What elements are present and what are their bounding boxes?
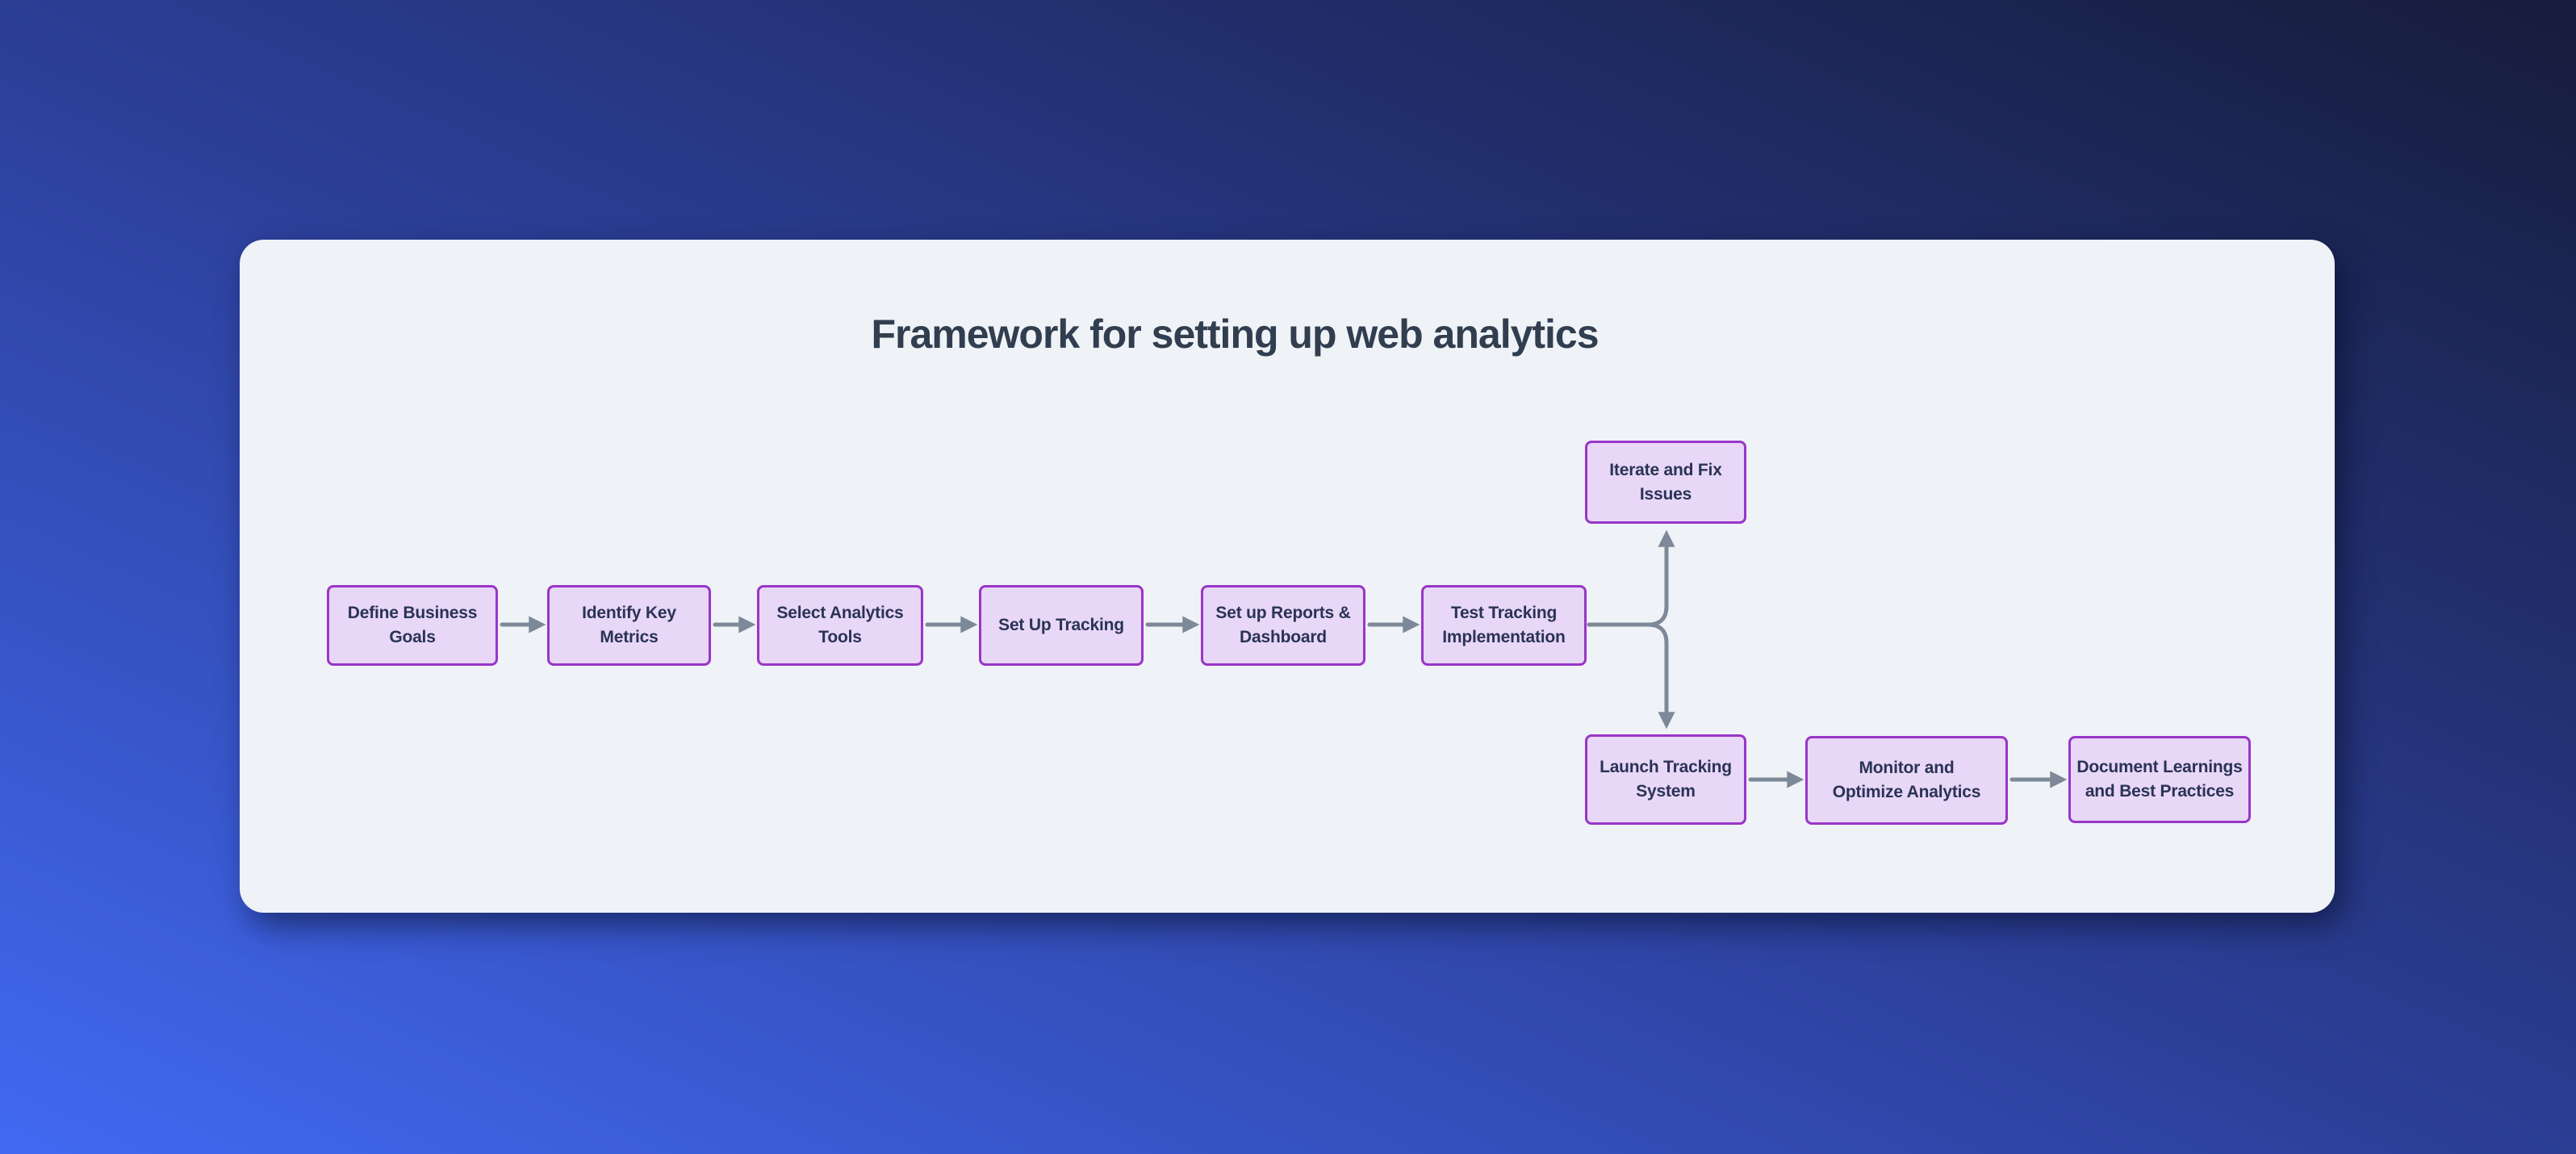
flow-edges xyxy=(500,529,2068,788)
node-define-business-goals: Define Business Goals xyxy=(327,585,498,666)
node-label: Define Business Goals xyxy=(347,604,478,646)
node-iterate-and-fix-issues: Iterate and Fix Issues xyxy=(1585,441,1746,524)
node-label: Set Up Tracking xyxy=(998,616,1124,634)
node-label: Iterate and Fix Issues xyxy=(1609,460,1722,504)
node-document-learnings-best-practices: Document Learnings and Best Practices xyxy=(2068,736,2251,823)
node-label: Launch Tracking System xyxy=(1600,758,1732,801)
node-set-up-reports-dashboard: Set up Reports & Dashboard xyxy=(1201,585,1365,666)
diagram-card: Framework for setting up web analytics D… xyxy=(240,240,2335,913)
node-label: Identify Key Metrics xyxy=(582,604,676,646)
node-identify-key-metrics: Identify Key Metrics xyxy=(547,585,711,666)
node-select-analytics-tools: Select Analytics Tools xyxy=(757,585,923,666)
edge-test-to-iterate xyxy=(1587,529,1675,627)
node-label: Document Learnings and Best Practices xyxy=(2076,758,2243,801)
node-label: Set up Reports & Dashboard xyxy=(1215,604,1351,646)
node-test-tracking-implementation: Test Tracking Implementation xyxy=(1421,585,1587,666)
edge-test-to-launch xyxy=(1587,622,1675,730)
node-monitor-and-optimize-analytics: Monitor and Optimize Analytics xyxy=(1805,736,2008,825)
node-label: Monitor and Optimize Analytics xyxy=(1832,759,1981,801)
node-launch-tracking-system: Launch Tracking System xyxy=(1585,734,1746,825)
node-set-up-tracking: Set Up Tracking xyxy=(979,585,1144,666)
diagram-title: Framework for setting up web analytics xyxy=(871,311,1599,357)
node-label: Test Tracking Implementation xyxy=(1442,604,1566,646)
node-label: Select Analytics Tools xyxy=(776,604,904,646)
